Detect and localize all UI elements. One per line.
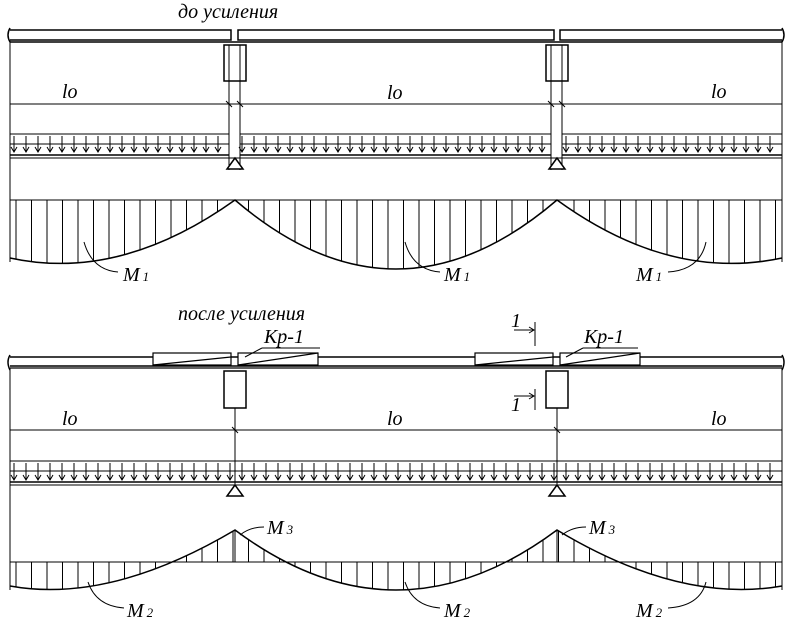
plate-leaders bbox=[244, 347, 638, 358]
top-moment-leaders bbox=[83, 241, 707, 273]
bottom-moment-diagram bbox=[9, 529, 783, 591]
bottom-scheme: после усиления Кр-1 Кр-1 bbox=[7, 303, 785, 622]
bottom-span-label-3: lo bbox=[711, 408, 727, 430]
section-mark-top: 1 bbox=[511, 310, 521, 332]
top-distributed-load bbox=[10, 133, 782, 153]
top-span-label-3: lo bbox=[711, 81, 727, 103]
top-scheme: до усиления bbox=[7, 1, 785, 286]
top-support-2 bbox=[547, 156, 567, 170]
top-support-1 bbox=[225, 156, 245, 170]
section-mark-bottom: 1 bbox=[511, 394, 521, 416]
top-column-2 bbox=[545, 44, 569, 82]
bottom-plates bbox=[152, 352, 641, 366]
top-slab-right bbox=[559, 29, 782, 41]
bottom-column-1 bbox=[223, 370, 247, 409]
top-beam-axis bbox=[10, 154, 782, 170]
bottom-beam-axis bbox=[10, 481, 782, 497]
bottom-support-1 bbox=[225, 483, 245, 497]
bottom-distributed-load bbox=[10, 460, 782, 481]
top-span-label-2: lo bbox=[387, 82, 403, 104]
top-beam bbox=[9, 41, 783, 262]
bottom-title: после усиления bbox=[178, 303, 305, 325]
bottom-column-2 bbox=[545, 370, 569, 409]
top-dimension-line bbox=[10, 100, 782, 108]
top-moment-diagram bbox=[9, 199, 783, 270]
bottom-dimension-line bbox=[10, 426, 782, 434]
top-slabs bbox=[7, 27, 785, 43]
top-span-label-1: lo bbox=[62, 81, 78, 103]
bottom-moment-leaders bbox=[87, 526, 707, 609]
bottom-support-2 bbox=[547, 483, 567, 497]
plate-kr1-left-a bbox=[152, 352, 232, 366]
plate-kr1-right-a bbox=[474, 352, 554, 366]
bottom-span-label-2: lo bbox=[387, 408, 403, 430]
bottom-beam bbox=[9, 368, 783, 590]
section-cut-marks bbox=[514, 322, 536, 410]
top-slab-left bbox=[10, 29, 232, 41]
top-column-1 bbox=[223, 44, 247, 82]
top-title: до усиления bbox=[178, 1, 278, 23]
plate-label-right: Кр-1 bbox=[583, 326, 624, 348]
bottom-slab bbox=[7, 354, 785, 371]
bottom-span-label-1: lo bbox=[62, 408, 78, 430]
plate-label-left: Кр-1 bbox=[263, 326, 304, 348]
top-slab-middle bbox=[237, 29, 555, 41]
